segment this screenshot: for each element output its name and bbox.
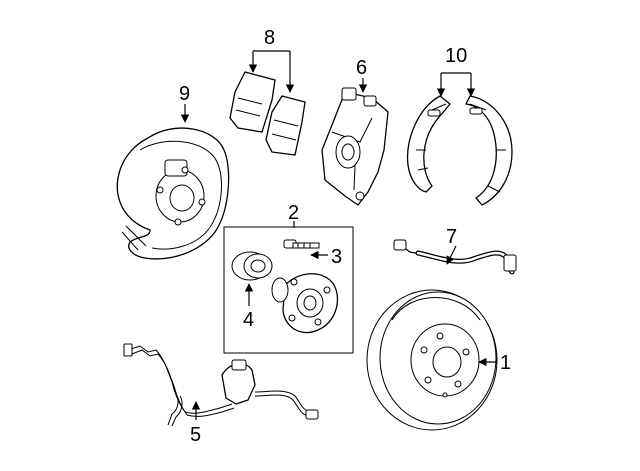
callout-6: 6: [356, 57, 367, 79]
callout-1: 1: [500, 352, 511, 374]
brake-caliper-part[interactable]: [321, 87, 389, 206]
callout-4: 4: [243, 309, 254, 331]
callout-8: 8: [264, 27, 275, 49]
callout-7: 7: [446, 226, 457, 248]
hub-group-box: [223, 226, 354, 354]
hub-flange-part[interactable]: [271, 273, 339, 334]
callout-9: 9: [179, 83, 190, 105]
callout-10: 10: [445, 45, 467, 67]
dust-shield-part[interactable]: [116, 127, 230, 260]
callout-5: 5: [190, 424, 201, 446]
callout-3: 3: [331, 246, 342, 268]
hub-bearing-part[interactable]: [231, 251, 273, 281]
brake-pads-part[interactable]: [229, 71, 306, 156]
parking-brake-shoes-part[interactable]: [406, 95, 513, 206]
brake-rotor-part[interactable]: [366, 289, 498, 431]
abs-sensor-wire-part[interactable]: [123, 343, 319, 427]
callout-leaders: [180, 50, 497, 420]
callout-2: 2: [288, 202, 299, 224]
wheel-stud-part[interactable]: [283, 239, 320, 249]
